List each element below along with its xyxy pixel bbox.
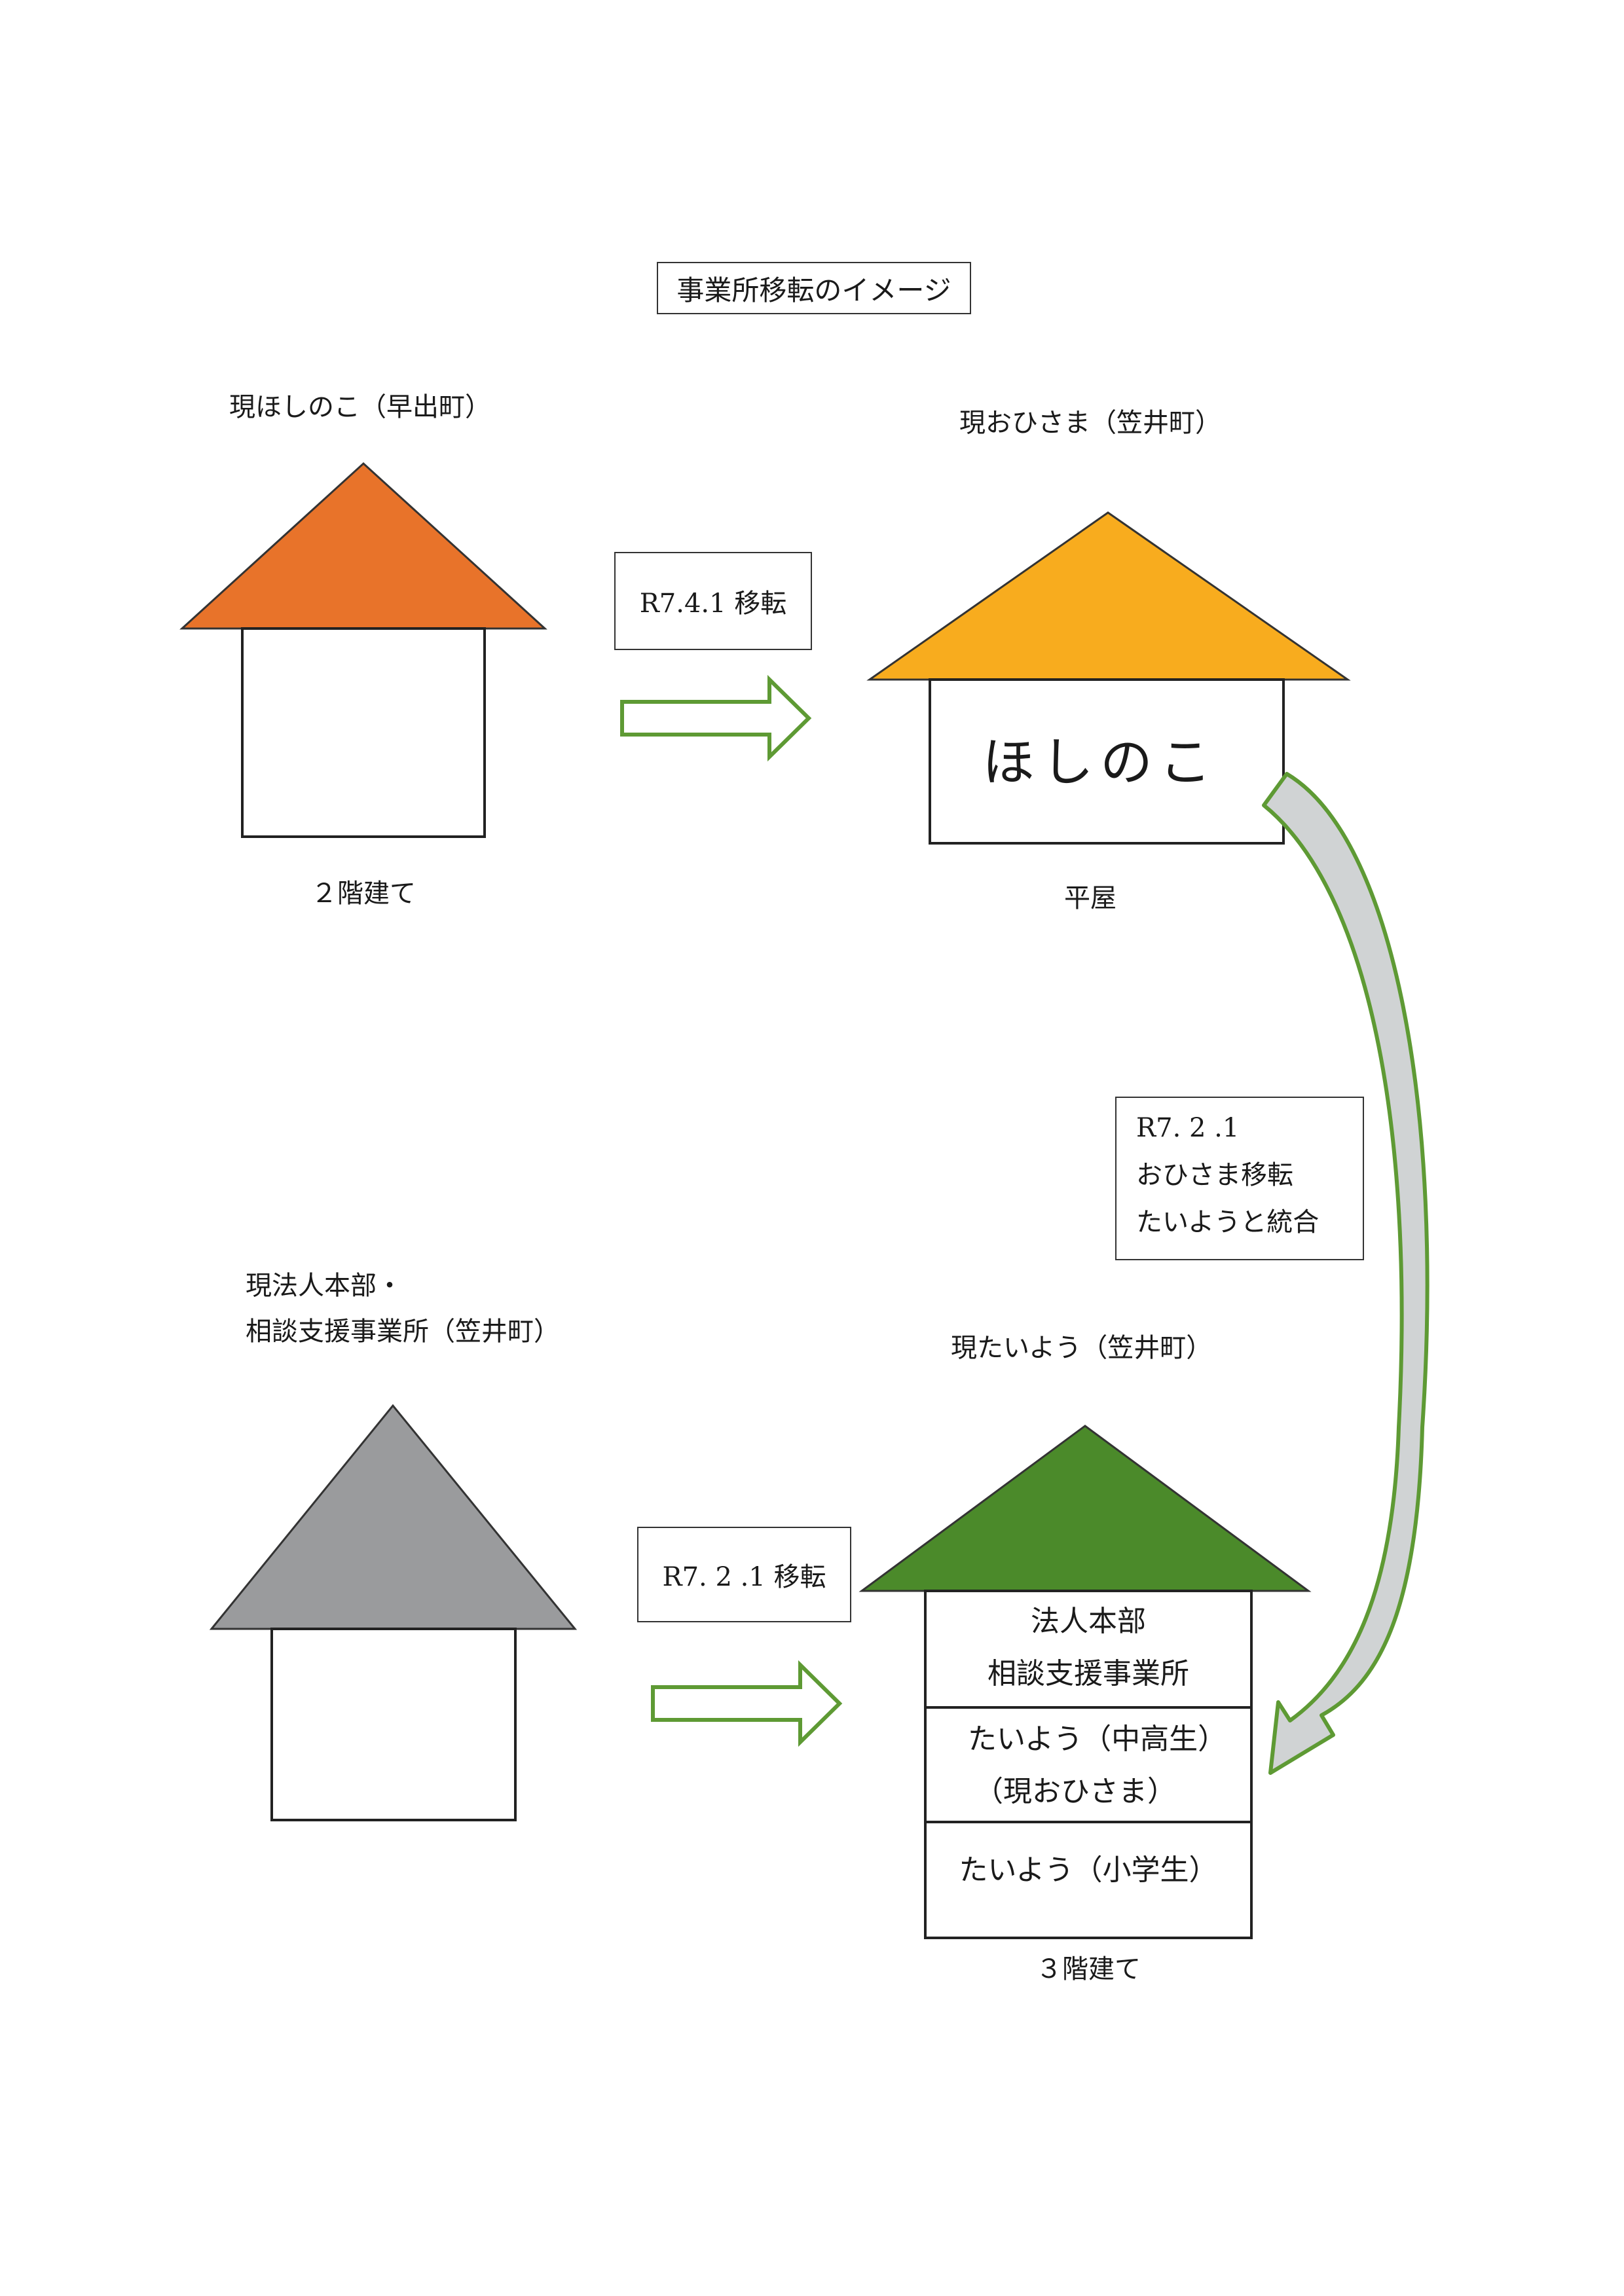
house-bottom-right-roof	[858, 1425, 1312, 1592]
arrow-top-right-icon	[620, 674, 812, 762]
house-top-left-floors: ２階建て	[311, 879, 416, 909]
curved-arrow-icon	[1262, 772, 1430, 1775]
curve-move-label: R7. 2 .1 おひさま移転 たいようと統合	[1115, 1097, 1364, 1260]
house-bottom-left-label-line1: 現法人本部・	[246, 1271, 403, 1301]
curve-move-line3: たいようと統合	[1136, 1207, 1320, 1237]
house-top-right-inside-text: ほしのこ	[982, 732, 1218, 793]
floor-top-line2: 相談支援事業所	[987, 1657, 1189, 1690]
curve-move-line1: R7. 2 .1	[1136, 1113, 1240, 1143]
page-title: 事業所移転のイメージ	[657, 262, 971, 314]
floor-bottom: たいよう（小学生）	[959, 1853, 1218, 1887]
floor-top-line1: 法人本部	[1031, 1605, 1146, 1638]
floor-middle-line1: たいよう（中高生）	[968, 1722, 1227, 1756]
house-bottom-left-label-line2: 相談支援事業所（笠井町）	[246, 1317, 560, 1347]
house-top-right-floors: 平屋	[1064, 883, 1116, 913]
house-bottom-right-floors: ３階建て	[1036, 1954, 1141, 1984]
house-top-left-roof	[179, 462, 547, 630]
bottom-move-label: R7. 2 .1 移転	[637, 1527, 851, 1622]
house-bottom-right-label: 現たいよう（笠井町）	[951, 1333, 1213, 1363]
house-top-left-body	[241, 627, 486, 838]
house-bottom-left-body	[270, 1628, 517, 1821]
house-top-right-roof	[866, 511, 1351, 681]
top-move-label: R7.4.1 移転	[614, 552, 812, 650]
house-bottom-right-body	[924, 1590, 1253, 1939]
arrow-bottom-right-icon	[651, 1660, 843, 1747]
curve-move-line2: おひさま移転	[1136, 1160, 1293, 1190]
house-top-right-body	[929, 678, 1285, 845]
house-bottom-left-roof	[209, 1404, 578, 1630]
house-top-right-label: 現おひさま（笠井町）	[959, 408, 1221, 438]
floor-middle-line2: （現おひさま）	[974, 1775, 1176, 1808]
house-top-left-label: 現ほしのこ（早出町）	[229, 392, 491, 422]
